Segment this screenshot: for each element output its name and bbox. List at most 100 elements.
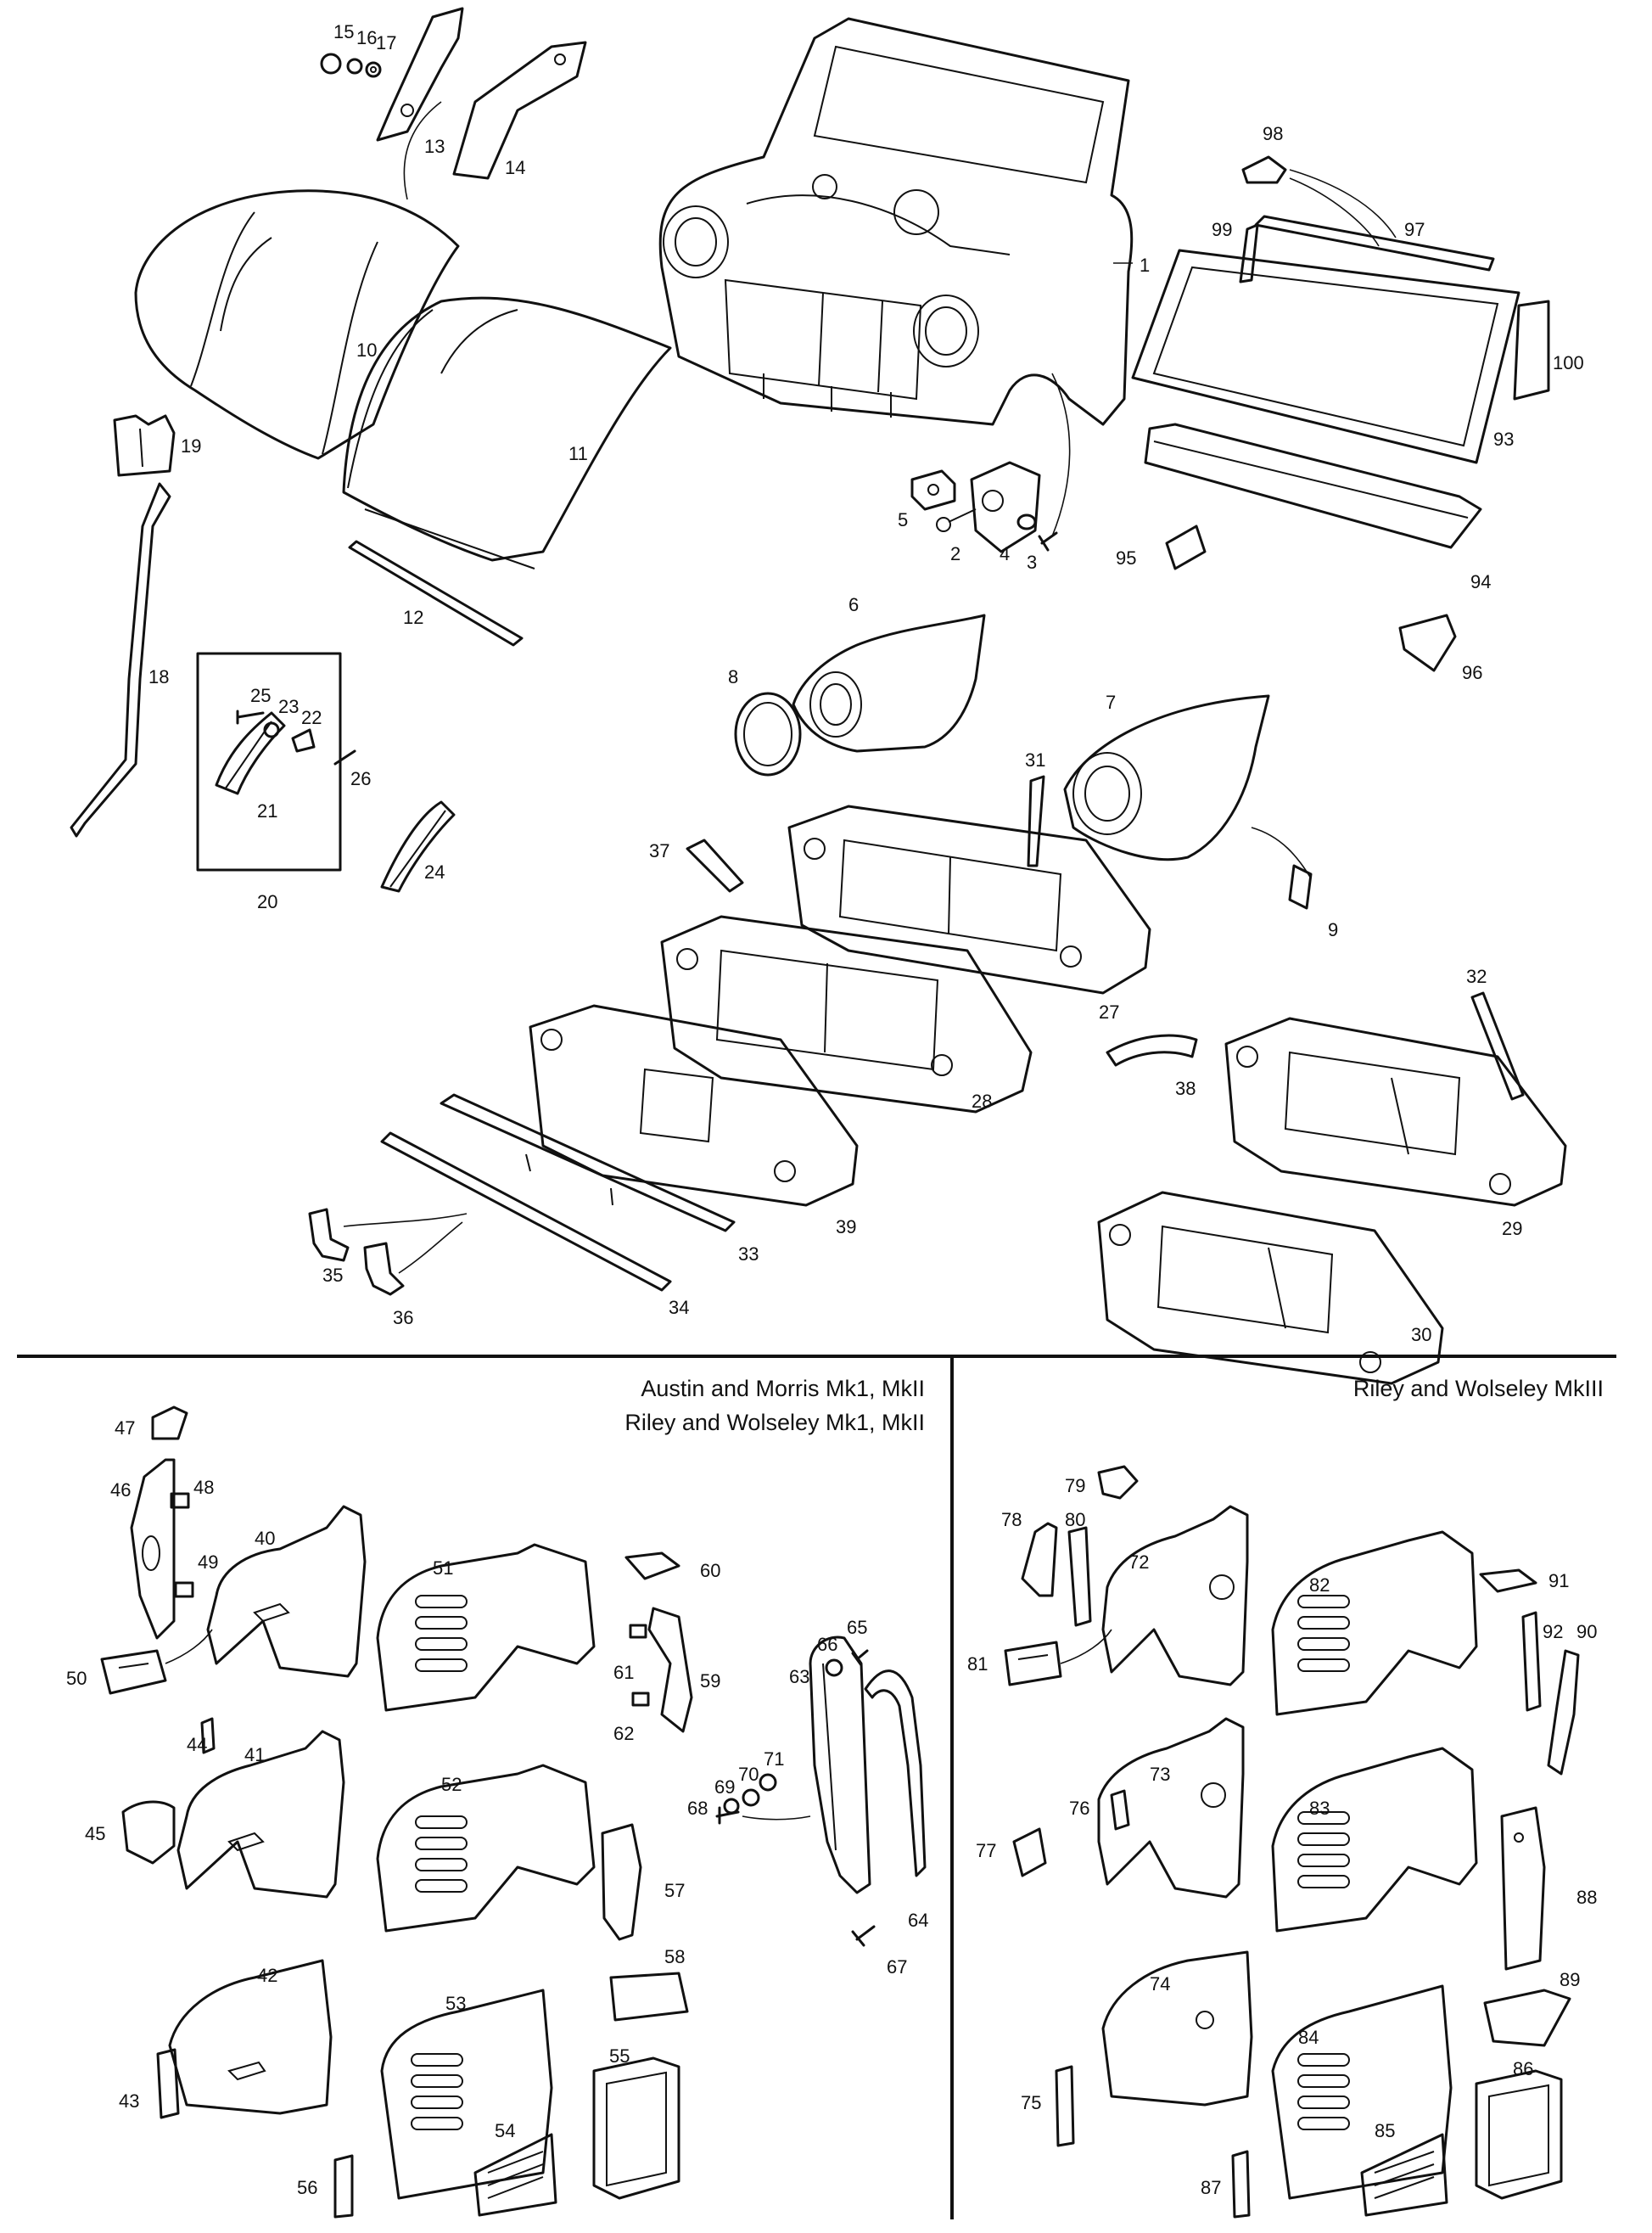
callout-45: 45 [85,1823,105,1844]
callout-37: 37 [649,840,669,861]
part-54-grille [473,2133,557,2217]
callout-44: 44 [187,1734,207,1755]
part-91-cap [1479,1568,1537,1593]
part-28-front-panel [660,915,1033,1114]
callout-88: 88 [1576,1887,1597,1908]
callout-16: 16 [356,27,377,48]
callout-96: 96 [1462,662,1482,683]
callout-81: 81 [967,1653,988,1675]
part-55-box [592,2056,680,2200]
callout-70: 70 [738,1764,759,1785]
callout-50: 50 [66,1668,87,1689]
callout-64: 64 [908,1910,928,1931]
part-63-wheel-arch [809,1635,871,1894]
callout-94: 94 [1470,571,1491,592]
part-19-prop-clip [113,414,176,477]
callout-91: 91 [1548,1570,1569,1591]
part-89-block [1483,1989,1571,2047]
callout-19: 19 [181,435,201,457]
part-43-strip [156,2048,180,2119]
callout-78: 78 [1001,1509,1022,1530]
callout-86: 86 [1513,2058,1533,2079]
callout-18: 18 [148,666,169,687]
callout-12: 12 [403,607,423,628]
callout-26: 26 [350,768,371,789]
callout-84: 84 [1298,2027,1319,2048]
part-41-inner-wing [176,1730,345,1899]
section-title-left-line1: Austin and Morris Mk1, MkII [641,1376,925,1401]
callout-95: 95 [1116,547,1136,569]
callout-23: 23 [278,696,299,717]
part-22-lock-clip [291,728,316,753]
part-53-louvred-panel [380,1989,553,2200]
callout-46: 46 [110,1479,131,1501]
section-title-left-line2: Riley and Wolseley Mk1, MkII [624,1410,925,1435]
part-74-panel [1101,1950,1253,2107]
callout-1: 1 [1140,255,1150,276]
part-36-bracket [343,1213,468,1296]
callout-35: 35 [322,1265,343,1286]
part-9-bracket [1288,864,1313,910]
part-84-louvred-panel [1271,1984,1453,2200]
callout-55: 55 [609,2045,630,2067]
callout-labels: 1 2 3 4 5 6 7 8 9 10 11 12 13 14 15 16 1… [66,21,1597,2198]
callout-80: 80 [1065,1509,1085,1530]
callout-60: 60 [700,1560,720,1581]
part-81-bracket [1004,1629,1112,1686]
part-3-bolt [1038,373,1071,552]
part-1-body-shell [658,17,1134,426]
part-23-spring [263,721,280,738]
callout-36: 36 [393,1307,413,1328]
callout-40: 40 [255,1528,275,1549]
callout-5: 5 [898,509,908,530]
part-58-block [609,1972,689,2022]
callout-72: 72 [1128,1551,1149,1573]
callout-28: 28 [972,1091,992,1112]
callout-9: 9 [1328,919,1338,940]
part-61-plate [629,1624,647,1639]
callout-90: 90 [1576,1621,1597,1642]
part-92-strip [1521,1611,1542,1712]
part-16-washer [346,58,363,75]
part-57-panel [601,1823,642,1941]
callout-52: 52 [441,1774,462,1795]
part-77-bracket [1012,1827,1047,1877]
part-79-cap [1097,1465,1139,1500]
callout-11: 11 [568,443,588,464]
part-71-nut [759,1773,777,1792]
callout-89: 89 [1560,1969,1580,1990]
part-69-washer [723,1798,740,1815]
part-90-strip [1547,1649,1580,1776]
callout-63: 63 [789,1666,809,1687]
part-31-vertical-strip [1027,775,1045,867]
callout-38: 38 [1175,1078,1196,1099]
part-76-clip [1110,1789,1130,1831]
part-56-strip [333,2154,354,2219]
part-17-washer [365,61,382,78]
callout-53: 53 [445,1993,466,2014]
part-7-front-wing [1063,694,1312,879]
part-5-pad [910,469,956,511]
part-86-box [1475,2069,1563,2200]
callout-85: 85 [1375,2120,1395,2141]
callout-71: 71 [764,1748,784,1770]
callout-42: 42 [257,1965,277,1986]
part-37-trim [686,839,744,893]
part-72-inner-wing [1101,1505,1249,1686]
part-18-bonnet-prop [70,482,171,838]
part-99-bracket [1239,223,1259,283]
part-34-valance [380,1131,672,1292]
callout-61: 61 [613,1662,634,1683]
callout-8: 8 [728,666,738,687]
part-49-plate [174,1581,194,1598]
part-64-arch-seal [864,1669,927,1877]
part-2-mounting-bracket [936,461,1041,553]
part-13-stay [376,7,464,142]
part-46-pillar [130,1458,176,1640]
callout-27: 27 [1099,1001,1119,1023]
callout-66: 66 [817,1634,837,1655]
part-70-nut [742,1788,760,1807]
callout-74: 74 [1150,1973,1170,1995]
part-38-trim [1106,1034,1198,1067]
